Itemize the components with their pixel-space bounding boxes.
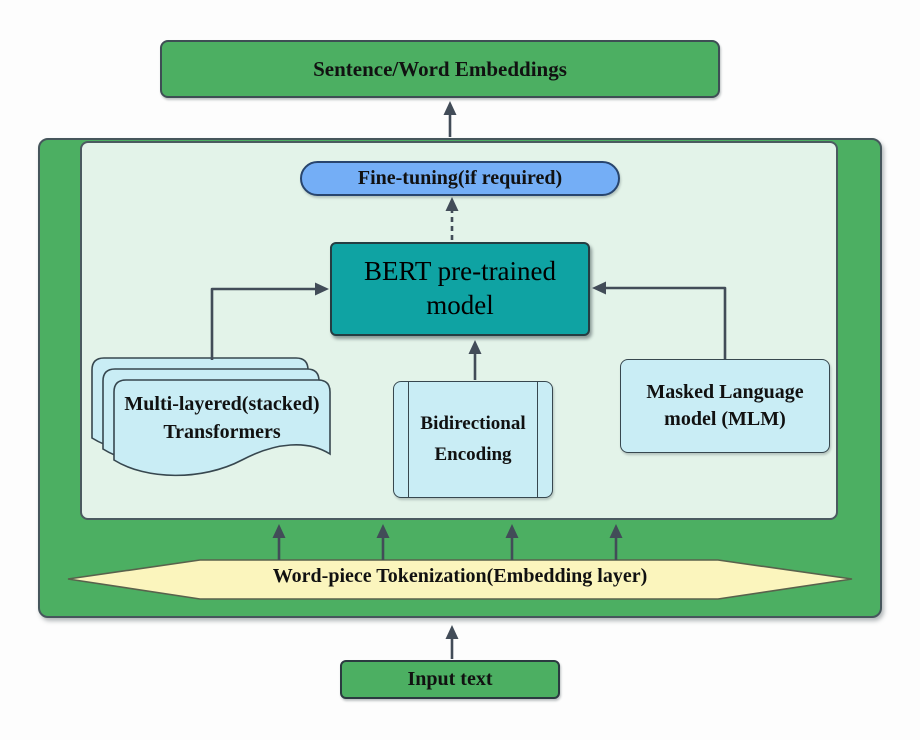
node-stacked-transformers: Multi-layered(stacked) Transformers — [114, 390, 330, 446]
node-fine-tuning: Fine-tuning(if required) — [300, 161, 620, 196]
masked-language-model-label: Masked Language model (MLM) — [646, 381, 804, 430]
node-input-text: Input text — [340, 660, 560, 699]
node-wordpiece-tokenization: Word-piece Tokenization(Embedding layer) — [160, 565, 760, 588]
node-masked-language-model: Masked Language model (MLM) — [620, 359, 830, 453]
node-bidirectional-encoding: Bidirectional Encoding — [393, 381, 553, 498]
bidirectional-encoding-label: Bidirectional Encoding — [420, 413, 526, 465]
bert-model-label: BERT pre-trained model — [363, 256, 557, 320]
tokenization-label: Word-piece Tokenization(Embedding layer) — [272, 565, 648, 587]
transformers-label: Multi-layered(stacked) Transformers — [124, 393, 320, 443]
predefined-process-left-line — [408, 382, 409, 497]
input-text-label: Input text — [407, 668, 493, 690]
node-sentence-word-embeddings: Sentence/Word Embeddings — [160, 40, 720, 98]
node-bert-pretrained-model: BERT pre-trained model — [330, 242, 590, 336]
predefined-process-right-line — [537, 382, 538, 497]
fine-tuning-label: Fine-tuning(if required) — [357, 167, 563, 189]
sentence-embeddings-label: Sentence/Word Embeddings — [313, 56, 567, 81]
